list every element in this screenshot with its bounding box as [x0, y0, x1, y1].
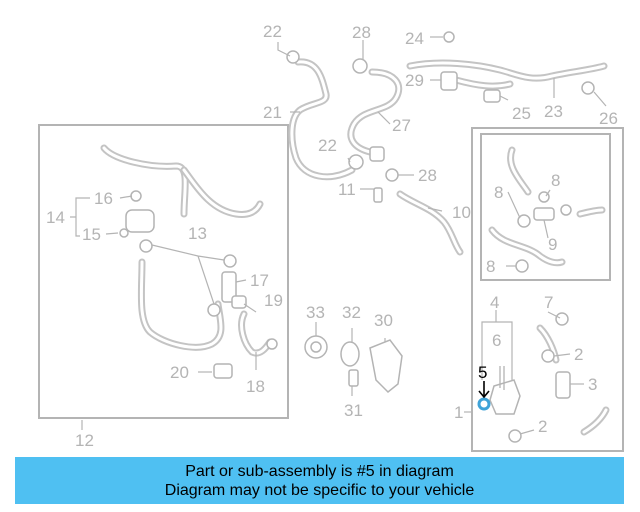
hose-2-3 [536, 324, 610, 436]
banner-line-part: Part or sub-assembly is #5 in diagram [185, 462, 454, 480]
callout-8-a: 8 [494, 183, 503, 202]
tee-17 [221, 271, 237, 303]
callout-30: 30 [374, 311, 393, 330]
callout-6: 6 [492, 331, 501, 350]
bracket-29 [440, 71, 458, 91]
callout-12: 12 [75, 431, 94, 450]
tee-3 [555, 371, 571, 399]
callout-7: 7 [544, 293, 553, 312]
pipe-6 [499, 366, 505, 390]
clamp-7 [555, 312, 569, 326]
clamp-28-mid [385, 168, 399, 182]
callout-11: 11 [338, 180, 356, 199]
clamp-8-c [560, 204, 572, 216]
callout-15: 15 [82, 225, 101, 244]
callout-3: 3 [588, 375, 597, 394]
callout-18: 18 [246, 377, 265, 396]
callout-2-a: 2 [574, 345, 583, 364]
clamp-8-d [515, 259, 529, 273]
clamp-2-a [541, 349, 555, 363]
hose-main-upper [100, 144, 264, 218]
clamp-13-a [139, 239, 153, 253]
callout-22-b: 22 [318, 136, 337, 155]
sensor-26 [581, 81, 595, 95]
callout-2-b: 2 [538, 417, 547, 436]
clamp-28-top [352, 58, 368, 74]
clamp-8-a [517, 214, 531, 228]
callout-33: 33 [306, 303, 325, 322]
fitting-19 [231, 295, 247, 309]
callout-28-b: 28 [418, 166, 437, 185]
clamp-22-mid [348, 154, 364, 170]
callout-25: 25 [512, 104, 531, 123]
callout-10: 10 [452, 203, 471, 222]
clamp-13-c [207, 303, 221, 317]
callout-22: 22 [263, 22, 282, 41]
callout-32: 32 [342, 303, 361, 322]
clamp-22-top [286, 50, 300, 64]
connector-27 [369, 146, 385, 162]
clamp-2-b [508, 429, 522, 443]
callout-14: 14 [46, 208, 65, 227]
hose-main-lower [137, 258, 225, 351]
gasket-32 [340, 341, 360, 367]
cap-24 [443, 31, 455, 43]
callout-16: 16 [94, 189, 113, 208]
plug-20 [213, 363, 233, 379]
valve-25 [483, 89, 501, 103]
hose-inner [488, 146, 606, 267]
callout-26: 26 [599, 109, 618, 128]
oring-15 [119, 228, 129, 238]
bolt-11 [373, 187, 383, 203]
callout-28: 28 [352, 23, 371, 42]
callout-31: 31 [344, 401, 363, 420]
info-banner: Part or sub-assembly is #5 in diagram Di… [15, 457, 624, 504]
callout-4: 4 [490, 293, 499, 312]
callout-8-b: 8 [551, 171, 560, 190]
oring-5 [477, 397, 491, 411]
pipe-23 [406, 59, 608, 90]
group-box-1 [471, 127, 624, 452]
callout-13: 13 [188, 224, 207, 243]
banner-line-disclaimer: Diagram may not be specific to your vehi… [164, 481, 475, 499]
clip-16 [130, 190, 142, 202]
callout-5: 5 [478, 363, 487, 382]
tee-9 [533, 207, 555, 221]
group-box-12 [38, 124, 289, 419]
callout-17: 17 [250, 271, 269, 290]
callout-19: 19 [264, 291, 283, 310]
callout-21: 21 [263, 103, 282, 122]
hose-21 [288, 58, 356, 181]
callout-20: 20 [170, 363, 189, 382]
leader-5 [478, 381, 490, 399]
housing-30 [369, 339, 403, 394]
hose-10 [396, 190, 464, 256]
bolt-31 [348, 369, 359, 387]
flange-33-bore [310, 341, 322, 353]
callout-27: 27 [392, 116, 411, 135]
callout-29: 29 [405, 71, 424, 90]
callout-8-c: 8 [486, 257, 495, 276]
callout-24: 24 [405, 29, 424, 48]
hose-19 [238, 310, 274, 357]
callout-23: 23 [544, 102, 563, 121]
callout-numbers: 22 28 24 29 21 27 25 23 26 22 28 11 10 1… [46, 22, 618, 450]
parts-diagram: 22 28 24 29 21 27 25 23 26 22 28 11 10 1… [38, 22, 624, 452]
callout-1: 1 [454, 403, 463, 422]
hose-27 [347, 68, 403, 156]
clamp-13-b [223, 254, 237, 268]
leader-lines [70, 36, 607, 435]
housing-14 [125, 209, 155, 233]
housing-1 [489, 379, 521, 415]
clamp-19 [266, 338, 278, 350]
callout-9: 9 [548, 235, 557, 254]
group-box-inner [480, 133, 611, 281]
